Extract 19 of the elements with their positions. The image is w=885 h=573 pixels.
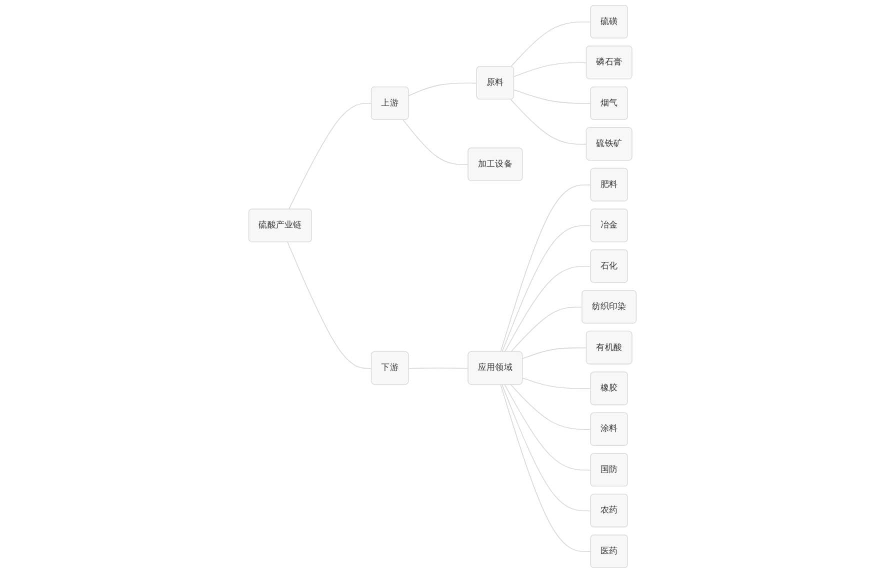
connector [287, 242, 372, 369]
connector [514, 62, 587, 77]
connector [510, 99, 587, 145]
connector [510, 384, 592, 430]
connector [502, 225, 592, 352]
connector [500, 184, 592, 352]
connector [502, 384, 592, 512]
connector [288, 103, 372, 210]
connector [402, 120, 469, 165]
connector [522, 348, 587, 359]
connector [504, 266, 592, 352]
connector [504, 384, 592, 470]
connector [510, 22, 592, 68]
connector [500, 384, 592, 552]
connector [510, 306, 583, 352]
connector [522, 378, 592, 389]
connector [408, 368, 469, 369]
connector [514, 89, 592, 104]
connector [408, 82, 478, 96]
